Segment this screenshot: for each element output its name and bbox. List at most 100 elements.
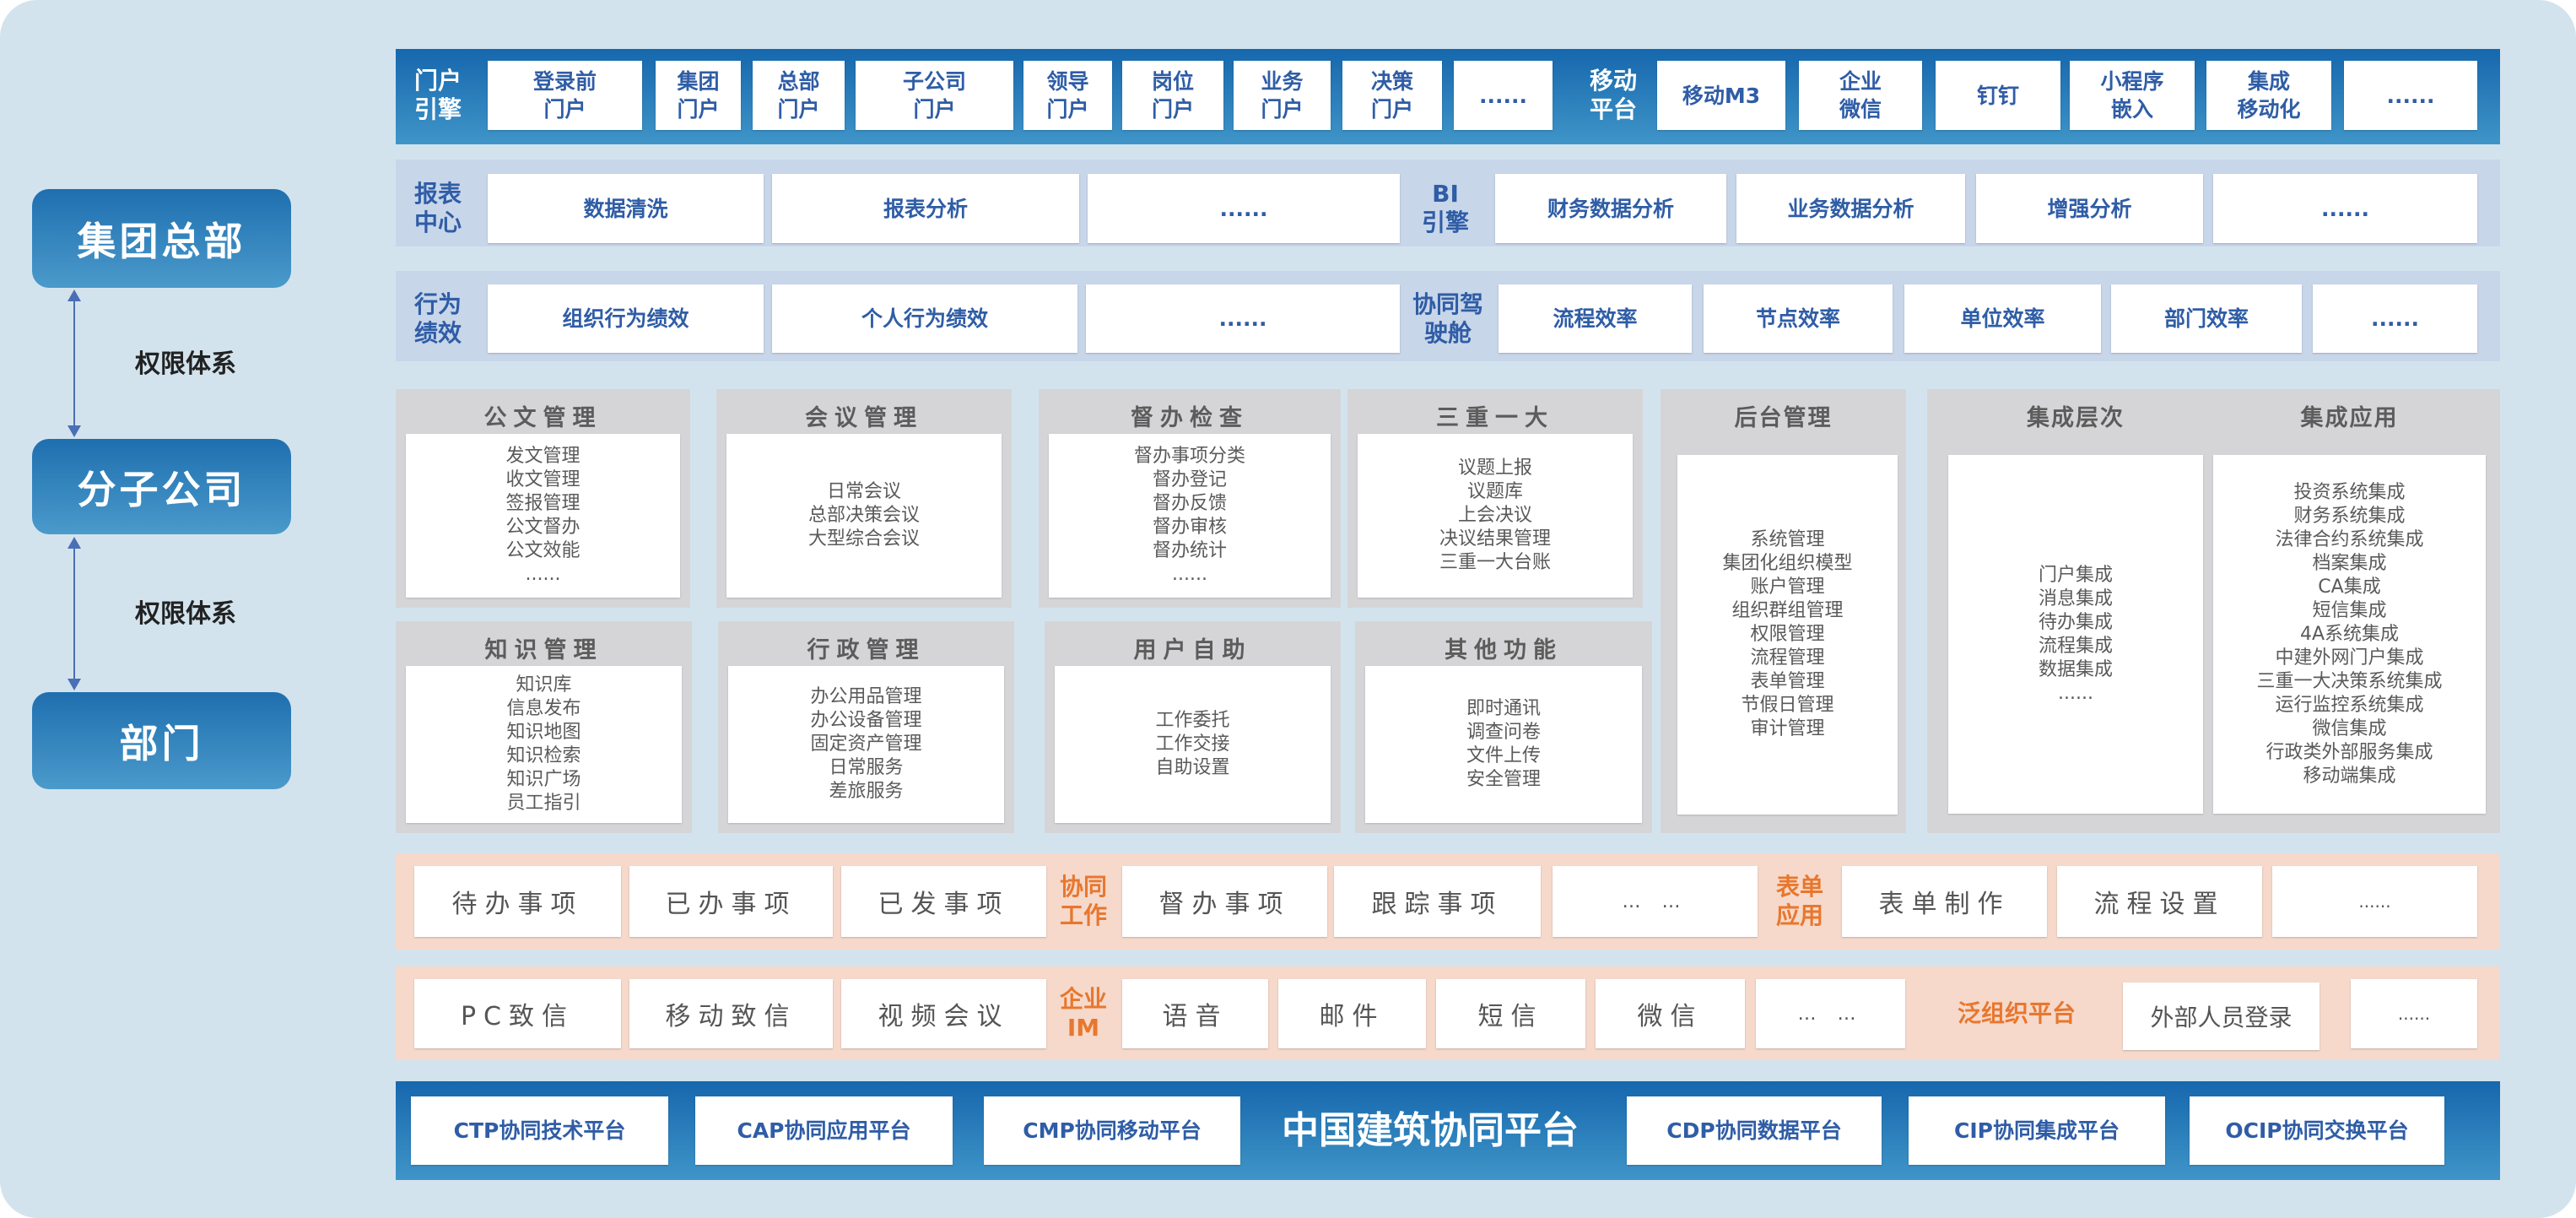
mobile-platform-label: 移动 平台: [1589, 67, 1637, 123]
item-label: 督办事项: [1158, 890, 1291, 919]
module-list-item: 知识广场: [506, 769, 581, 790]
behavior-item[interactable]: 组织行为绩效: [488, 284, 764, 353]
im-item[interactable]: PC致信: [414, 979, 621, 1048]
report-item[interactable]: 报表分析: [772, 174, 1079, 243]
platform-item[interactable]: OCIP协同交换平台: [2190, 1096, 2444, 1165]
module-card-knowledge[interactable]: 知识管理知识库信息发布知识地图知识检索知识广场员工指引: [396, 621, 692, 833]
portal-item-more[interactable]: ......: [1454, 61, 1553, 130]
item-label: CIP协同集成平台: [1954, 1118, 2120, 1143]
behavior-item-more[interactable]: ......: [1086, 284, 1400, 353]
module-card-document[interactable]: 公文管理发文管理收文管理签报管理公文督办公文效能......: [396, 389, 690, 608]
mobile-item[interactable]: 钉钉: [1936, 61, 2060, 130]
collab-item-more[interactable]: … …: [1553, 866, 1758, 937]
portal-item[interactable]: 业务 门户: [1234, 61, 1331, 130]
level-group-hq: 集团总部: [32, 189, 291, 288]
cockpit-item[interactable]: 节点效率: [1704, 284, 1893, 353]
module-title: 会议管理: [805, 405, 923, 431]
collab-item[interactable]: 督办事项: [1122, 866, 1327, 937]
portal-engine-label: 门户 引擎: [413, 67, 462, 123]
mobile-item[interactable]: 小程序 嵌入: [2070, 61, 2195, 130]
module-card-other[interactable]: 其他功能即时通讯调查问卷文件上传安全管理: [1355, 621, 1652, 833]
module-card-three-one[interactable]: 三重一大议题上报议题库上会决议决议结果管理三重一大台账: [1347, 389, 1643, 608]
mobile-item[interactable]: 企业 微信: [1799, 61, 1922, 130]
module-list-item: 表单管理: [1750, 671, 1825, 692]
module-items: 办公用品管理办公设备管理固定资产管理日常服务差旅服务: [728, 666, 1004, 823]
collab-item[interactable]: 跟踪事项: [1334, 866, 1541, 937]
bi-item-more[interactable]: ......: [2213, 174, 2477, 243]
integration-apps-title: 集成应用: [2300, 405, 2399, 431]
im-item[interactable]: 语音: [1122, 979, 1268, 1048]
cockpit-item-more[interactable]: ......: [2313, 284, 2477, 353]
module-list-item: 日常会议: [826, 481, 901, 502]
module-list-item: 发文管理: [505, 446, 581, 467]
module-card-admin[interactable]: 行政管理办公用品管理办公设备管理固定资产管理日常服务差旅服务: [718, 621, 1014, 833]
portal-item[interactable]: 领导 门户: [1023, 61, 1112, 130]
module-list-item: 员工指引: [506, 793, 581, 814]
report-item[interactable]: 数据清洗: [488, 174, 764, 243]
portal-item[interactable]: 岗位 门户: [1122, 61, 1223, 130]
module-card-supervision[interactable]: 督办检查督办事项分类督办登记督办反馈督办审核督办统计......: [1039, 389, 1341, 608]
module-list-item: 节假日管理: [1741, 695, 1834, 716]
module-list-item: 收文管理: [505, 469, 581, 490]
pan-org-platform-label: 泛组织平台: [1957, 999, 2076, 1027]
im-item[interactable]: 微信: [1596, 979, 1745, 1048]
cockpit-item[interactable]: 单位效率: [1904, 284, 2101, 353]
portal-item[interactable]: 子公司 门户: [856, 61, 1013, 130]
im-item-more[interactable]: … …: [1756, 979, 1905, 1048]
im-item[interactable]: 邮件: [1278, 979, 1426, 1048]
portal-item[interactable]: 集团 门户: [656, 61, 741, 130]
module-list-item: 短信集成: [2312, 599, 2387, 621]
module-list-item: ......: [1172, 564, 1207, 585]
bi-engine-label: BI 引擎: [1421, 180, 1469, 236]
module-card-self-service[interactable]: 用户自助工作委托工作交接自助设置: [1045, 621, 1341, 833]
behavior-item[interactable]: 个人行为绩效: [772, 284, 1077, 353]
mobile-item-more[interactable]: ......: [2344, 61, 2477, 130]
behavior-performance-label: 行为 绩效: [413, 290, 462, 347]
platform-title: 中国建筑协同平台: [1282, 1108, 1579, 1152]
pan-org-item[interactable]: 外部人员登录: [2123, 983, 2319, 1050]
platform-item[interactable]: CTP协同技术平台: [411, 1096, 668, 1165]
mobile-item[interactable]: 移动M3: [1657, 61, 1785, 130]
module-list-item: 财务系统集成: [2293, 505, 2406, 527]
cockpit-item[interactable]: 部门效率: [2111, 284, 2302, 353]
report-item-more[interactable]: ......: [1088, 174, 1400, 243]
item-label: ......: [1218, 306, 1267, 331]
collab-item[interactable]: 待办事项: [414, 866, 621, 937]
module-items: 即时通讯调查问卷文件上传安全管理: [1365, 666, 1642, 823]
collab-item[interactable]: 已发事项: [841, 866, 1046, 937]
module-list-item: 日常服务: [829, 757, 904, 778]
im-item[interactable]: 移动致信: [629, 979, 833, 1048]
pan-org-item-more[interactable]: ......: [2351, 979, 2477, 1048]
im-item[interactable]: 视频会议: [841, 979, 1046, 1048]
portal-item[interactable]: 登录前 门户: [488, 61, 642, 130]
portal-item[interactable]: 总部 门户: [753, 61, 845, 130]
module-card-integration[interactable]: 集成层次 集成应用 门户集成消息集成待办集成流程集成数据集成...... 投资系…: [1927, 389, 2500, 833]
module-title: 督办检查: [1131, 405, 1249, 431]
item-label: 流程效率: [1553, 306, 1638, 331]
bi-item[interactable]: 财务数据分析: [1495, 174, 1726, 243]
bi-item[interactable]: 增强分析: [1976, 174, 2203, 243]
mobile-item[interactable]: 集成 移动化: [2206, 61, 2331, 130]
collab-item[interactable]: 已办事项: [629, 866, 833, 937]
form-item-more[interactable]: ......: [2272, 866, 2477, 937]
module-card-meeting[interactable]: 会议管理日常会议总部决策会议大型综合会议: [716, 389, 1012, 608]
im-item[interactable]: 短信: [1436, 979, 1585, 1048]
item-label: CMP协同移动平台: [1023, 1118, 1202, 1143]
module-list-item: 督办反馈: [1152, 493, 1227, 514]
form-item[interactable]: 流程设置: [2057, 866, 2262, 937]
bi-item[interactable]: 业务数据分析: [1736, 174, 1965, 243]
platform-item[interactable]: CIP协同集成平台: [1909, 1096, 2165, 1165]
module-list-item: 投资系统集成: [2293, 481, 2406, 503]
item-label: ......: [2397, 1004, 2431, 1024]
platform-item[interactable]: CAP协同应用平台: [695, 1096, 953, 1165]
item-label: 集成 移动化: [2237, 69, 2301, 122]
cockpit-item[interactable]: 流程效率: [1499, 284, 1692, 353]
platform-item[interactable]: CDP协同数据平台: [1627, 1096, 1882, 1165]
module-card-backend[interactable]: 后台管理系统管理集团化组织模型账户管理组织群组管理权限管理流程管理表单管理节假日…: [1661, 389, 1906, 833]
portal-item[interactable]: 决策 门户: [1342, 61, 1442, 130]
item-label: ......: [1219, 196, 1268, 221]
form-item[interactable]: 表单制作: [1842, 866, 2047, 937]
platform-item[interactable]: CMP协同移动平台: [984, 1096, 1240, 1165]
item-label: … …: [1622, 890, 1688, 912]
item-label: CDP协同数据平台: [1666, 1118, 1842, 1143]
